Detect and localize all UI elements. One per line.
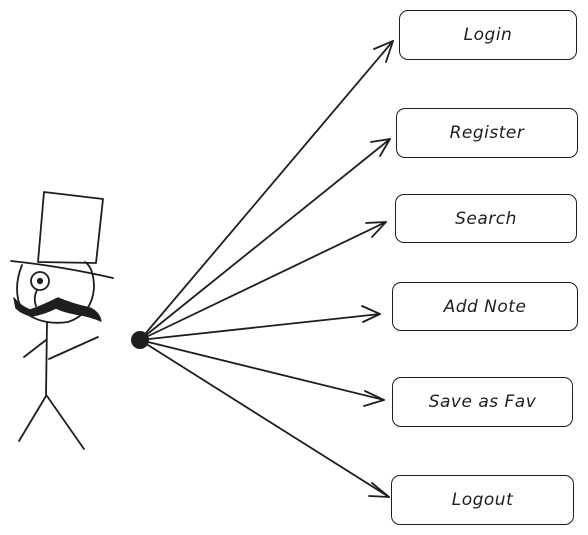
use-case-logout[interactable]: Logout: [391, 475, 574, 525]
monocle-chain: [33, 289, 38, 307]
arrowhead-login: [373, 40, 394, 63]
use-case-label: Add Note: [443, 296, 527, 317]
hub-dot: [131, 331, 149, 349]
use-case-login[interactable]: Login: [399, 10, 577, 60]
top-hat-brim: [10, 260, 114, 279]
use-case-save-as-fav[interactable]: Save as Fav: [392, 377, 573, 427]
right-arm: [48, 336, 99, 360]
connector-search: [139, 221, 387, 341]
use-case-register[interactable]: Register: [396, 108, 578, 158]
connector-logout: [139, 339, 390, 498]
left-arm: [23, 339, 47, 358]
connector-add-note: [139, 313, 381, 341]
torso: [45, 321, 48, 397]
arrowhead-add-note: [361, 305, 381, 323]
use-case-label: Register: [449, 123, 525, 143]
arrowhead-logout: [368, 482, 390, 498]
use-case-label: Logout: [451, 490, 514, 510]
connector-save-fav: [139, 339, 385, 401]
monocle: [30, 271, 50, 291]
arrowheads: [361, 40, 394, 498]
connector-register: [139, 138, 391, 341]
left-leg: [18, 395, 47, 442]
head: [16, 261, 95, 324]
mustache: [13, 297, 102, 322]
use-case-label: Login: [463, 25, 513, 45]
connector-login: [139, 40, 394, 341]
connectors: [139, 40, 394, 498]
actor-figure-icon: [10, 191, 114, 450]
arrowhead-save-fav: [363, 390, 385, 407]
right-leg: [46, 395, 85, 450]
use-case-label: Search: [455, 208, 517, 229]
top-hat-crown: [37, 191, 104, 264]
monocle-pupil: [36, 277, 44, 285]
use-case-search[interactable]: Search: [395, 194, 577, 243]
arrowhead-search: [365, 221, 387, 238]
arrowhead-register: [370, 138, 391, 157]
use-case-label: Save as Fav: [428, 392, 537, 412]
use-case-add-note[interactable]: Add Note: [392, 282, 578, 331]
